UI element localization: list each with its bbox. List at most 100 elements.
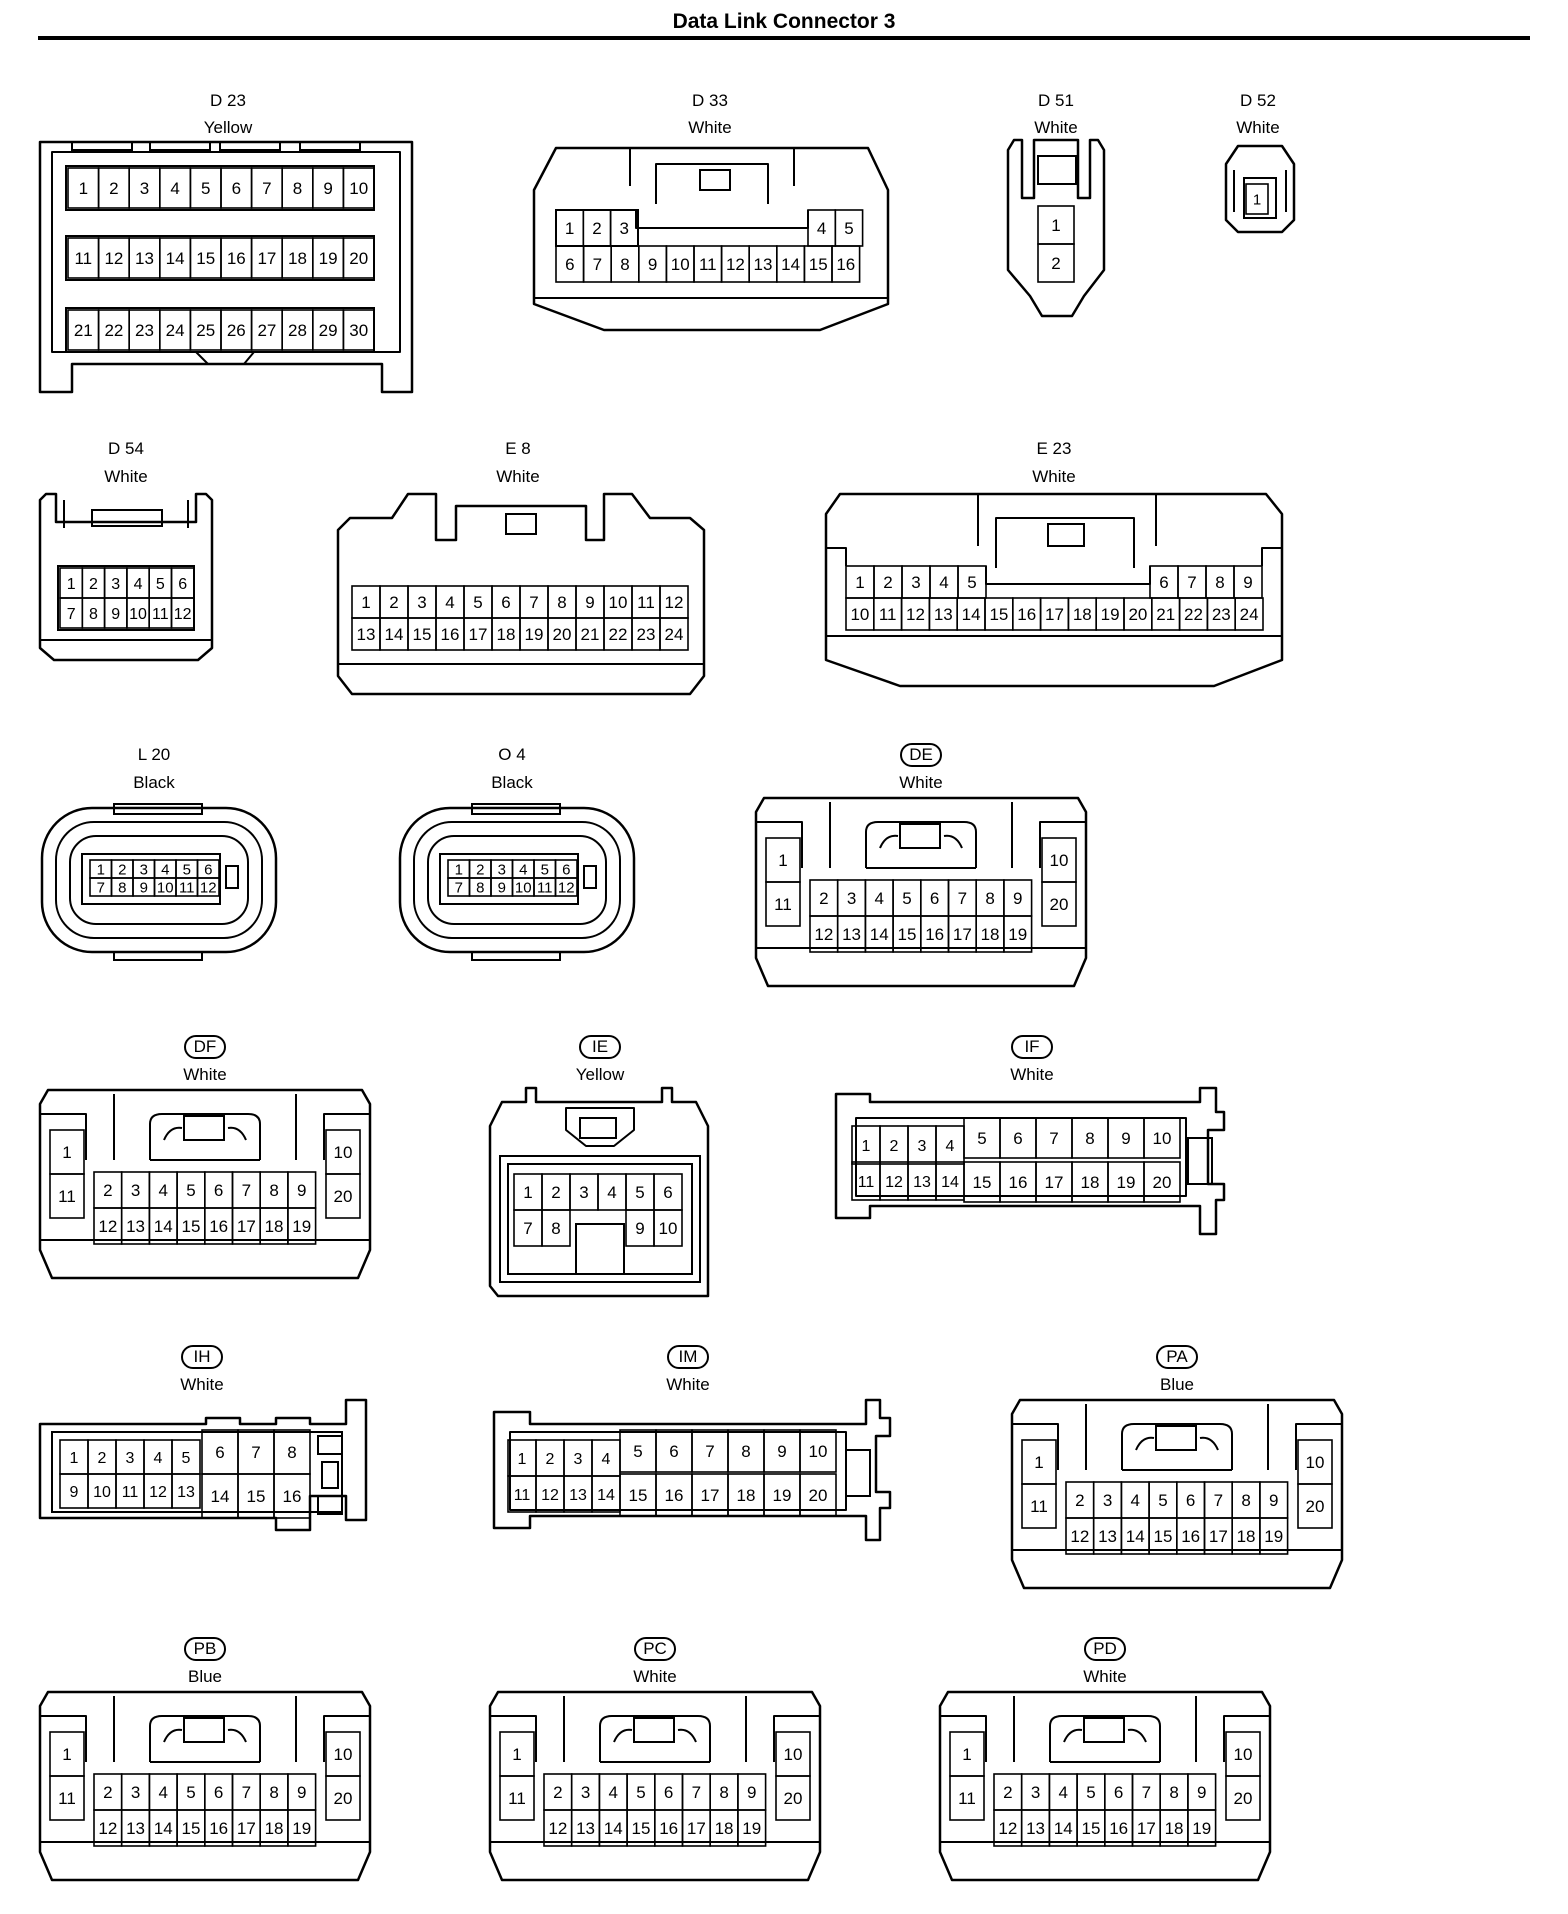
pin-number: 8 [1169,1783,1178,1802]
pin-number: 17 [1137,1819,1156,1838]
pin-number: 19 [773,1486,792,1505]
pin-number: 10 [129,606,147,623]
pin-number: 12 [998,1819,1017,1838]
pin-number: 14 [385,625,404,644]
pin-number: 18 [497,625,516,644]
pin-number: 17 [1045,605,1064,624]
pin-number: 10 [157,879,174,896]
pin-cell [170,597,195,629]
pin-number: 3 [581,1783,590,1802]
pin-number: 6 [669,1442,678,1461]
housing-outline [756,821,803,868]
pin-number: 15 [629,1486,648,1505]
pin-number: 2 [98,1450,107,1467]
connector-code-oval [900,743,942,767]
pin-number: 10 [1153,1129,1172,1148]
pin-number: 7 [1187,573,1196,592]
latch [1155,1425,1197,1451]
pin-number: 16 [1181,1527,1200,1546]
pin-number: 9 [297,1783,306,1802]
pin-number: 22 [609,625,628,644]
pin-number: 10 [784,1745,803,1764]
pin-number: 17 [701,1486,720,1505]
latch [633,1717,675,1743]
pin-number: 12 [104,249,123,268]
pin-number: 19 [1264,1527,1283,1546]
connector-color: White [104,467,147,486]
latch [183,1115,225,1141]
pin-number: 1 [1051,216,1060,235]
pin-number: 6 [1159,573,1168,592]
pin-cell [765,881,801,927]
pin-number: 17 [237,1217,256,1236]
pin-number: 14 [166,249,185,268]
pin-number: 18 [981,925,1000,944]
pin-number: 18 [1237,1527,1256,1546]
pin-number: 12 [726,255,745,274]
connector-code: L 20 [138,745,170,764]
pin-number: 12 [814,925,833,944]
pin-number: 14 [597,1487,615,1504]
pin-number: 16 [283,1487,302,1506]
pin-number: 9 [635,1219,644,1238]
pin-number: 19 [292,1217,311,1236]
pin-number: 11 [879,605,897,624]
pin-number: 2 [819,889,828,908]
pin-number: 7 [529,593,538,612]
pin-number: 4 [519,861,527,878]
connector-color: White [183,1065,226,1084]
housing-outline [879,834,963,849]
pin-cell [1297,1483,1333,1529]
pin-number: 24 [166,321,185,340]
pin-number: 23 [637,625,656,644]
pin-number: 6 [204,861,212,878]
pin-number: 24 [1240,605,1259,624]
pin-number: 6 [1013,1129,1022,1148]
pin-number: 23 [1212,605,1231,624]
pin-number: 26 [227,321,246,340]
housing-outline [635,210,809,229]
pin-number: 5 [1158,1491,1167,1510]
pin-number: 8 [985,889,994,908]
pin-number: 19 [1008,925,1027,944]
pin-cell [1259,1517,1289,1555]
pin-number: 15 [181,1217,200,1236]
pin-number: 3 [131,1783,140,1802]
pin-number: 1 [862,1138,871,1155]
pin-number: 10 [1234,1745,1253,1764]
pin-number: 17 [1209,1527,1228,1546]
pin-cavity [1243,177,1277,219]
housing-outline [1233,170,1287,212]
pin-number: 10 [809,1442,828,1461]
pin-number: 6 [1186,1491,1195,1510]
connector-code-oval [1011,1035,1053,1059]
pin-number: 4 [154,1450,163,1467]
connector-code: DE [909,745,933,764]
latch [113,951,203,961]
housing-outline [754,796,1088,988]
pin-number: 6 [664,1783,673,1802]
pin-cell [799,1429,837,1473]
latch [183,1717,225,1743]
housing-outline [1012,1423,1059,1470]
pin-number: 12 [1070,1527,1089,1546]
pin-number: 5 [633,1442,642,1461]
pin-number: 10 [515,879,532,896]
housing-outline [563,1696,747,1762]
housing-outline [826,547,1282,566]
pin-number: 1 [855,573,864,592]
pin-number: 8 [1085,1129,1094,1148]
top-rib [149,141,211,151]
housing-outline [323,1113,370,1160]
housing-outline [38,492,214,662]
pin-number: 1 [62,1143,71,1162]
housing-outline [163,1126,247,1141]
pin-cell [287,1809,317,1847]
pin-number: 14 [1126,1527,1145,1546]
housing-outline [38,140,414,394]
pin-cell [1003,915,1033,953]
pin-number: 18 [1165,1819,1184,1838]
connector-color: White [899,773,942,792]
